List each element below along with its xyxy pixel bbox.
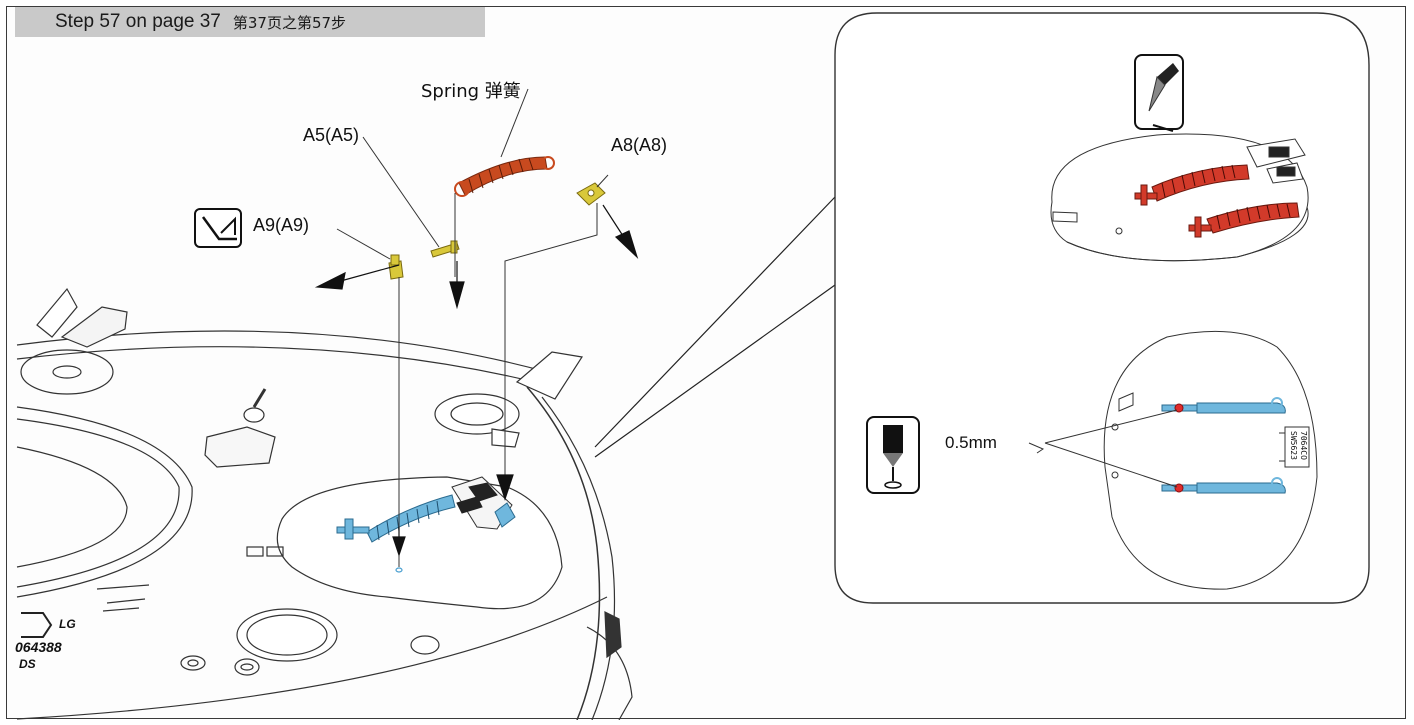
- side-cutter-icon: [194, 208, 242, 248]
- part-a9: [388, 254, 404, 280]
- detail-top-view: [1103, 330, 1318, 590]
- step-banner: Step 57 on page 37 第37页之第57步: [15, 7, 485, 37]
- spring-part: [454, 156, 555, 197]
- base-marking-3: DS: [19, 657, 36, 671]
- turret-base: [16, 287, 633, 720]
- label-a5: A5(A5): [303, 125, 360, 145]
- installed-spring: [336, 476, 516, 543]
- base-emblem: [21, 612, 53, 638]
- base-marking-2: 064388: [15, 639, 62, 655]
- step-title-en: Step 57 on page 37: [55, 11, 221, 32]
- direction-arrows: [314, 204, 639, 557]
- part-a8: [576, 182, 606, 206]
- label-drill-size: 0.5mm: [945, 433, 997, 452]
- label-a9: A9(A9): [253, 215, 310, 235]
- instruction-page: Step 57 on page 37 第37页之第57步 Spring 弹簧 A…: [6, 6, 1406, 720]
- drill-leader-lines: [1028, 409, 1178, 488]
- label-spring: Spring 弹簧: [421, 81, 521, 102]
- base-marking-1: LG: [59, 617, 76, 631]
- detail-springs-red: [1134, 164, 1300, 238]
- detail-part-label-1: SW5623: [1289, 431, 1298, 460]
- assembly-diagram: [16, 12, 1370, 720]
- pin-vise-drill-icon: [866, 416, 920, 494]
- inset-callout-lines: [594, 196, 836, 458]
- drill-points: [1174, 403, 1184, 493]
- hobby-knife-icon: [1134, 54, 1184, 132]
- detail-part-label-2: 7064CO: [1299, 431, 1308, 460]
- leader-lines: [336, 88, 609, 567]
- label-a8: A8(A8): [611, 135, 668, 155]
- detail-springs-blue: [1161, 397, 1286, 494]
- detail-side-view: [1050, 133, 1309, 262]
- step-title-cn: 第37页之第57步: [232, 13, 347, 32]
- detail-inset: [834, 12, 1370, 604]
